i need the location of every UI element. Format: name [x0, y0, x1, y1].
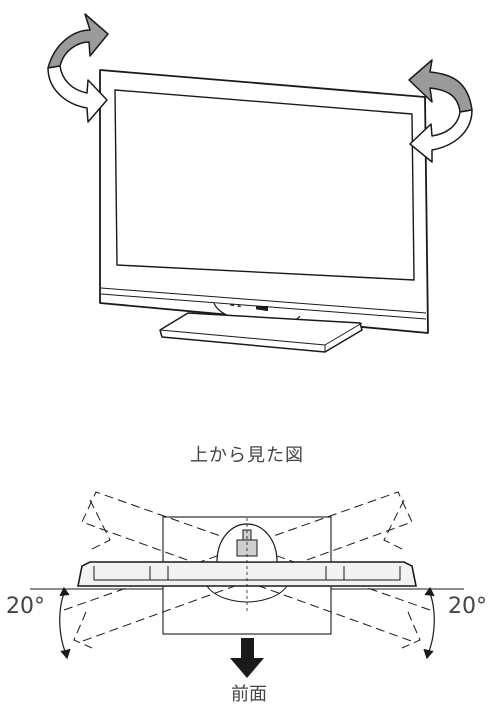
tv-stand-base-edge — [159, 322, 363, 352]
rotate-right-arrow-icon — [408, 59, 473, 163]
rotate-left-arrow-icon — [47, 13, 109, 123]
top-view-caption: 上から見た図 — [190, 445, 304, 466]
tv-logo — [256, 306, 268, 311]
front-arrow-icon — [230, 638, 264, 678]
tv-perspective — [99, 69, 429, 353]
angle-arc-right — [423, 586, 435, 660]
angle-label-right: 20° — [448, 594, 487, 619]
front-label: 前面 — [231, 684, 267, 705]
tv-screen — [114, 89, 415, 281]
angle-label-left: 20° — [6, 594, 45, 619]
top-view — [30, 491, 464, 660]
angle-arc-left — [59, 586, 71, 660]
